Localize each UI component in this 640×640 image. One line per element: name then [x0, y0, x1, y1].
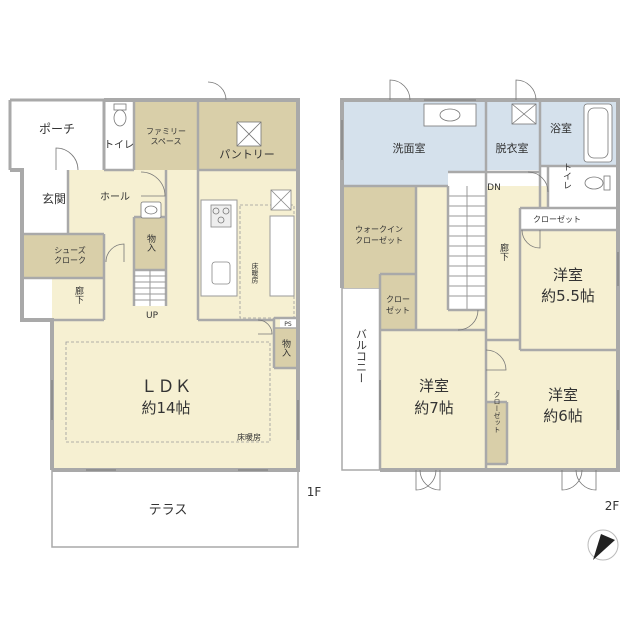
ldk-label: ＬＤＫ	[141, 377, 192, 397]
compass-north-arrow-icon	[587, 529, 619, 561]
closet-top-floor	[520, 208, 616, 230]
shoes-cloak-label-1: シューズ	[54, 245, 86, 255]
floor-1: ポーチ トイレ ファミリー スペース パントリー 玄関 ホール シューズ クロー…	[8, 81, 322, 548]
closet-small-floor	[487, 402, 507, 464]
stair-2f-icon	[448, 186, 486, 310]
stair-icon	[134, 270, 166, 306]
pantry-shaft	[236, 121, 262, 147]
washroom-label: 洗面室	[393, 141, 426, 155]
balcony-label: バルコニー	[355, 329, 368, 384]
closet-top-label: クローゼット	[533, 214, 581, 224]
basin-icon	[140, 201, 162, 219]
storage-small-label: 物入	[280, 338, 291, 357]
vanity-icon	[423, 103, 477, 127]
closet-small-label: クローゼット	[493, 391, 501, 433]
door-swing-icon	[55, 81, 273, 335]
entrance-floor	[22, 170, 68, 234]
floor-2-label: 2F	[605, 499, 620, 513]
terrace-label: テラス	[149, 503, 188, 518]
western-a-size-label: 約5.5帖	[541, 287, 595, 305]
toilet-2f-icon	[584, 175, 611, 191]
storage-small-floor	[274, 328, 296, 368]
western-c-label: 洋室	[548, 386, 578, 404]
kitchen-floor-heating-label: 床暖房	[251, 262, 259, 285]
pantry-label: パントリー	[219, 148, 275, 161]
family-space-floor	[134, 100, 198, 170]
western-b-label: 洋室	[419, 377, 449, 395]
shoes-cloak-label-2: クローク	[54, 256, 86, 265]
stove-icon	[210, 204, 232, 228]
dressing-label: 脱衣室	[496, 141, 529, 155]
corridor-1f-label: 廊下	[73, 285, 84, 305]
bath-label: 浴室	[550, 121, 572, 135]
ldk-floor-heating-area	[65, 341, 271, 443]
basin-2f-icon	[511, 103, 537, 125]
toilet-2f-label: トイレ	[561, 163, 572, 190]
family-space-label-2: スペース	[150, 137, 181, 146]
closet-mid-label-1: クロー	[386, 295, 410, 304]
window-marks	[51, 380, 299, 471]
family-space-label-1: ファミリー	[146, 127, 186, 136]
walkin-label-2: クローゼット	[355, 235, 403, 245]
door-swing-2f-icon	[389, 79, 597, 491]
western-a-label: 洋室	[553, 266, 583, 284]
western-b-size-label: 約7帖	[414, 399, 454, 417]
floor-1-label: 1F	[307, 485, 322, 499]
walkin-label-1: ウォークイン	[355, 225, 403, 234]
bathtub-icon	[583, 103, 613, 163]
walkin-floor	[342, 186, 416, 288]
walkin-lower-floor	[380, 274, 416, 330]
ldk-size-label: 約14帖	[141, 399, 190, 417]
kitchen-counter	[200, 199, 238, 297]
storage-stair-floor	[135, 217, 165, 270]
closet-mid-label-2: ゼット	[386, 305, 410, 315]
fridge-space	[270, 189, 292, 211]
ldk-floor-heating-label: 床暖房	[237, 432, 261, 442]
floor-2: 洗面室 脱衣室 浴室 DN トイレ クローゼット ウォークイン クローゼット 廊…	[340, 79, 620, 513]
porch-label: ポーチ	[39, 122, 75, 136]
entrance-label: 玄関	[42, 191, 66, 206]
toilet-1f-label: トイレ	[104, 140, 134, 151]
shoes-cloak-floor	[22, 234, 104, 278]
storage-stair-label: 物入	[145, 233, 156, 252]
terrace	[51, 469, 299, 548]
western-c-size-label: 約6帖	[543, 407, 583, 425]
porch-floor	[10, 100, 104, 170]
floor-2-partitions	[342, 100, 616, 470]
ps-label: PS	[284, 321, 292, 328]
hall-label: ホール	[100, 191, 130, 203]
up-label: UP	[146, 311, 159, 321]
window-2f-marks	[341, 99, 619, 430]
ps-floor	[280, 318, 296, 328]
corridor-2f-label: 廊下	[498, 242, 509, 262]
dn-label: DN	[487, 183, 501, 193]
floor-2-walls	[340, 98, 620, 472]
kitchen-sink-icon	[211, 261, 231, 285]
toilet-icon	[113, 103, 127, 127]
floor-1-walls	[8, 98, 300, 472]
back-counter	[269, 215, 295, 297]
